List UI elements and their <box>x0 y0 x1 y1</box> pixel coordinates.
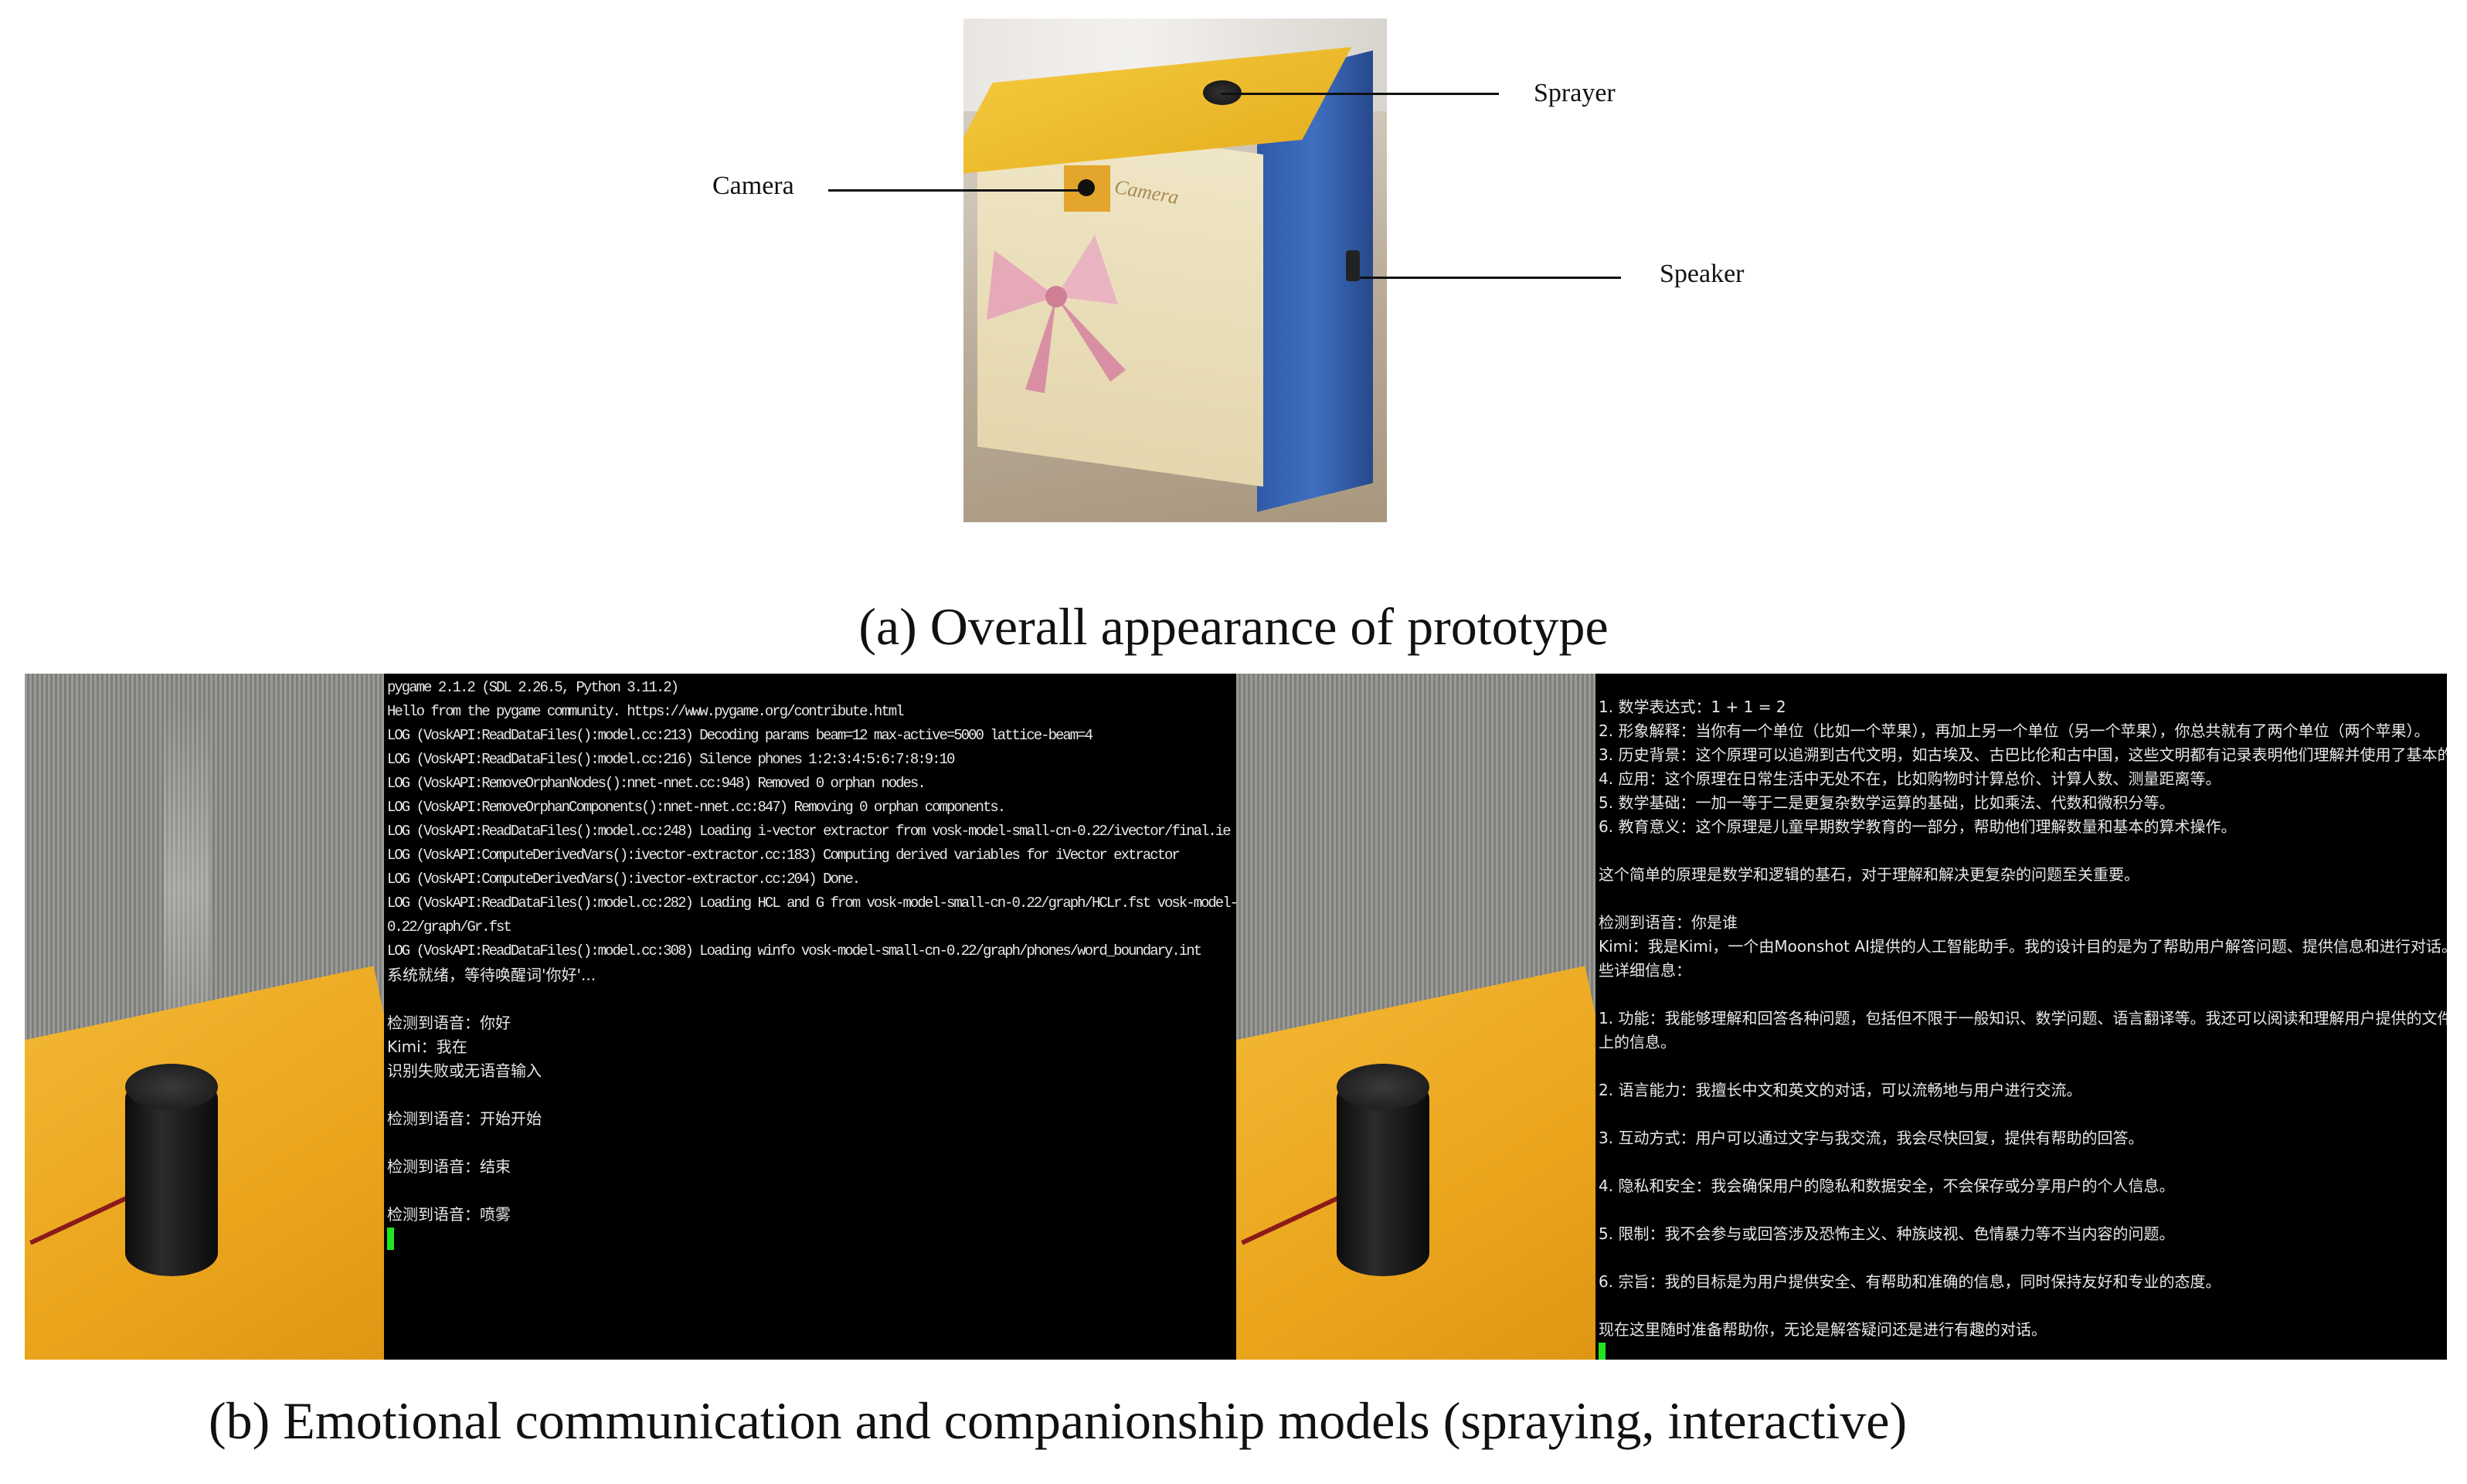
pink-bow-icon <box>987 235 1126 393</box>
terminal-line: 0.22/graph/Gr.fst <box>387 919 512 936</box>
interactive-photo <box>1236 674 1595 1360</box>
camera-label: Camera <box>712 171 794 200</box>
right-terminal: 1. 数学表达式：1 + 1 = 2 2. 形象解释：当你有一个单位（比如一个苹果… <box>1595 674 2447 1360</box>
terminal-line: 检测到语音：结束 <box>387 1157 511 1176</box>
terminal-line: Hello from the pygame community. https:/… <box>387 703 905 720</box>
terminal-line: 这个简单的原理是数学和逻辑的基石，对于理解和解决更复杂的问题至关重要。 <box>1599 865 2139 884</box>
caption-b: (b) Emotional communication and companio… <box>209 1391 1908 1450</box>
speaker-device <box>1346 250 1360 281</box>
terminal-line: LOG (VoskAPI:ReadDataFiles():model.cc:24… <box>387 823 1232 840</box>
terminal-cursor <box>1599 1343 1606 1360</box>
terminal-line: 5. 数学基础：一加一等于二是更复杂数学运算的基础，比如乘法、代数和微积分等。 <box>1599 793 2175 812</box>
sprayer-pointer-line <box>1221 93 1499 95</box>
terminal-line: LOG (VoskAPI:ComputeDerivedVars():ivecto… <box>387 871 861 888</box>
terminal-line: 现在这里随时准备帮助你，无论是解答疑问还是进行有趣的对话。 <box>1599 1320 2047 1339</box>
terminal-line: 1. 功能：我能够理解和回答各种问题，包括但不限于一般知识、数学问题、语言翻译等… <box>1599 1009 2447 1027</box>
terminal-line: 4. 隐私和安全：我会确保用户的隐私和数据安全，不会保存或分享用户的个人信息。 <box>1599 1177 2175 1195</box>
terminal-line: LOG (VoskAPI:RemoveOrphanComponents():nn… <box>387 799 1006 816</box>
terminal-line: LOG (VoskAPI:ReadDataFiles():model.cc:30… <box>387 942 1202 959</box>
camera-lens <box>1078 179 1095 196</box>
terminal-line: LOG (VoskAPI:ReadDataFiles():model.cc:21… <box>387 727 1093 744</box>
terminal-line: 些详细信息： <box>1599 961 1691 980</box>
speaker-pointer-line <box>1360 277 1621 279</box>
prototype-photo: Camera <box>963 19 1387 522</box>
terminal-line: 检测到语音：喷雾 <box>387 1205 511 1224</box>
caption-a: (a) Overall appearance of prototype <box>858 597 1609 656</box>
terminal-line: LOG (VoskAPI:ReadDataFiles():model.cc:28… <box>387 895 1236 912</box>
terminal-line: 6. 教育意义：这个原理是儿童早期数学教育的一部分，帮助他们理解数量和基本的算术… <box>1599 817 2237 836</box>
terminal-cursor <box>387 1228 394 1250</box>
terminal-line: 2. 语言能力：我擅长中文和英文的对话，可以流畅地与用户进行交流。 <box>1599 1081 2082 1099</box>
terminal-line: 系统就绪，等待唤醒词'你好'... <box>387 966 596 984</box>
terminal-line: 1. 数学表达式：1 + 1 = 2 <box>1599 698 1786 716</box>
camera-pointer-line <box>828 189 1091 192</box>
terminal-line: LOG (VoskAPI:RemoveOrphanNodes():nnet-nn… <box>387 775 926 792</box>
terminal-line: 6. 宗旨：我的目标是为用户提供安全、有帮助和准确的信息，同时保持友好和专业的态… <box>1599 1272 2221 1291</box>
terminal-line: 3. 历史背景：这个原理可以追溯到古代文明，如古埃及、古巴比伦和古中国，这些文明… <box>1599 745 2447 764</box>
terminal-line: 检测到语音：你是谁 <box>1599 913 1738 932</box>
terminal-line: Kimi：我在 <box>387 1037 467 1056</box>
sprayer-label: Sprayer <box>1534 79 1616 107</box>
terminal-line: pygame 2.1.2 (SDL 2.26.5, Python 3.11.2) <box>387 679 679 696</box>
terminal-line: 上的信息。 <box>1599 1033 1676 1051</box>
terminal-line: 检测到语音：你好 <box>387 1014 511 1032</box>
terminal-line: Kimi：我是Kimi，一个由Moonshot AI提供的人工智能助手。我的设计… <box>1599 937 2447 956</box>
terminal-line: 2. 形象解释：当你有一个单位（比如一个苹果），再加上另一个单位（另一个苹果），… <box>1599 722 2430 740</box>
spraying-photo <box>25 674 384 1360</box>
atomizer-top <box>125 1064 218 1110</box>
speaker-label: Speaker <box>1660 260 1745 288</box>
terminal-line: 识别失败或无语音输入 <box>387 1061 542 1080</box>
terminal-line: LOG (VoskAPI:ReadDataFiles():model.cc:21… <box>387 751 955 768</box>
terminal-line: 5. 限制：我不会参与或回答涉及恐怖主义、种族歧视、色情暴力等不当内容的问题。 <box>1599 1224 2175 1243</box>
terminal-line: 3. 互动方式：用户可以通过文字与我交流，我会尽快回复，提供有帮助的回答。 <box>1599 1129 2144 1147</box>
terminal-line: 检测到语音：开始开始 <box>387 1109 542 1128</box>
left-terminal: pygame 2.1.2 (SDL 2.26.5, Python 3.11.2)… <box>384 674 1236 1360</box>
terminal-line: 4. 应用：这个原理在日常生活中无处不在，比如购物时计算总价、计算人数、测量距离… <box>1599 769 2221 788</box>
atomizer-top <box>1337 1064 1429 1110</box>
terminal-line: LOG (VoskAPI:ComputeDerivedVars():ivecto… <box>387 847 1181 864</box>
